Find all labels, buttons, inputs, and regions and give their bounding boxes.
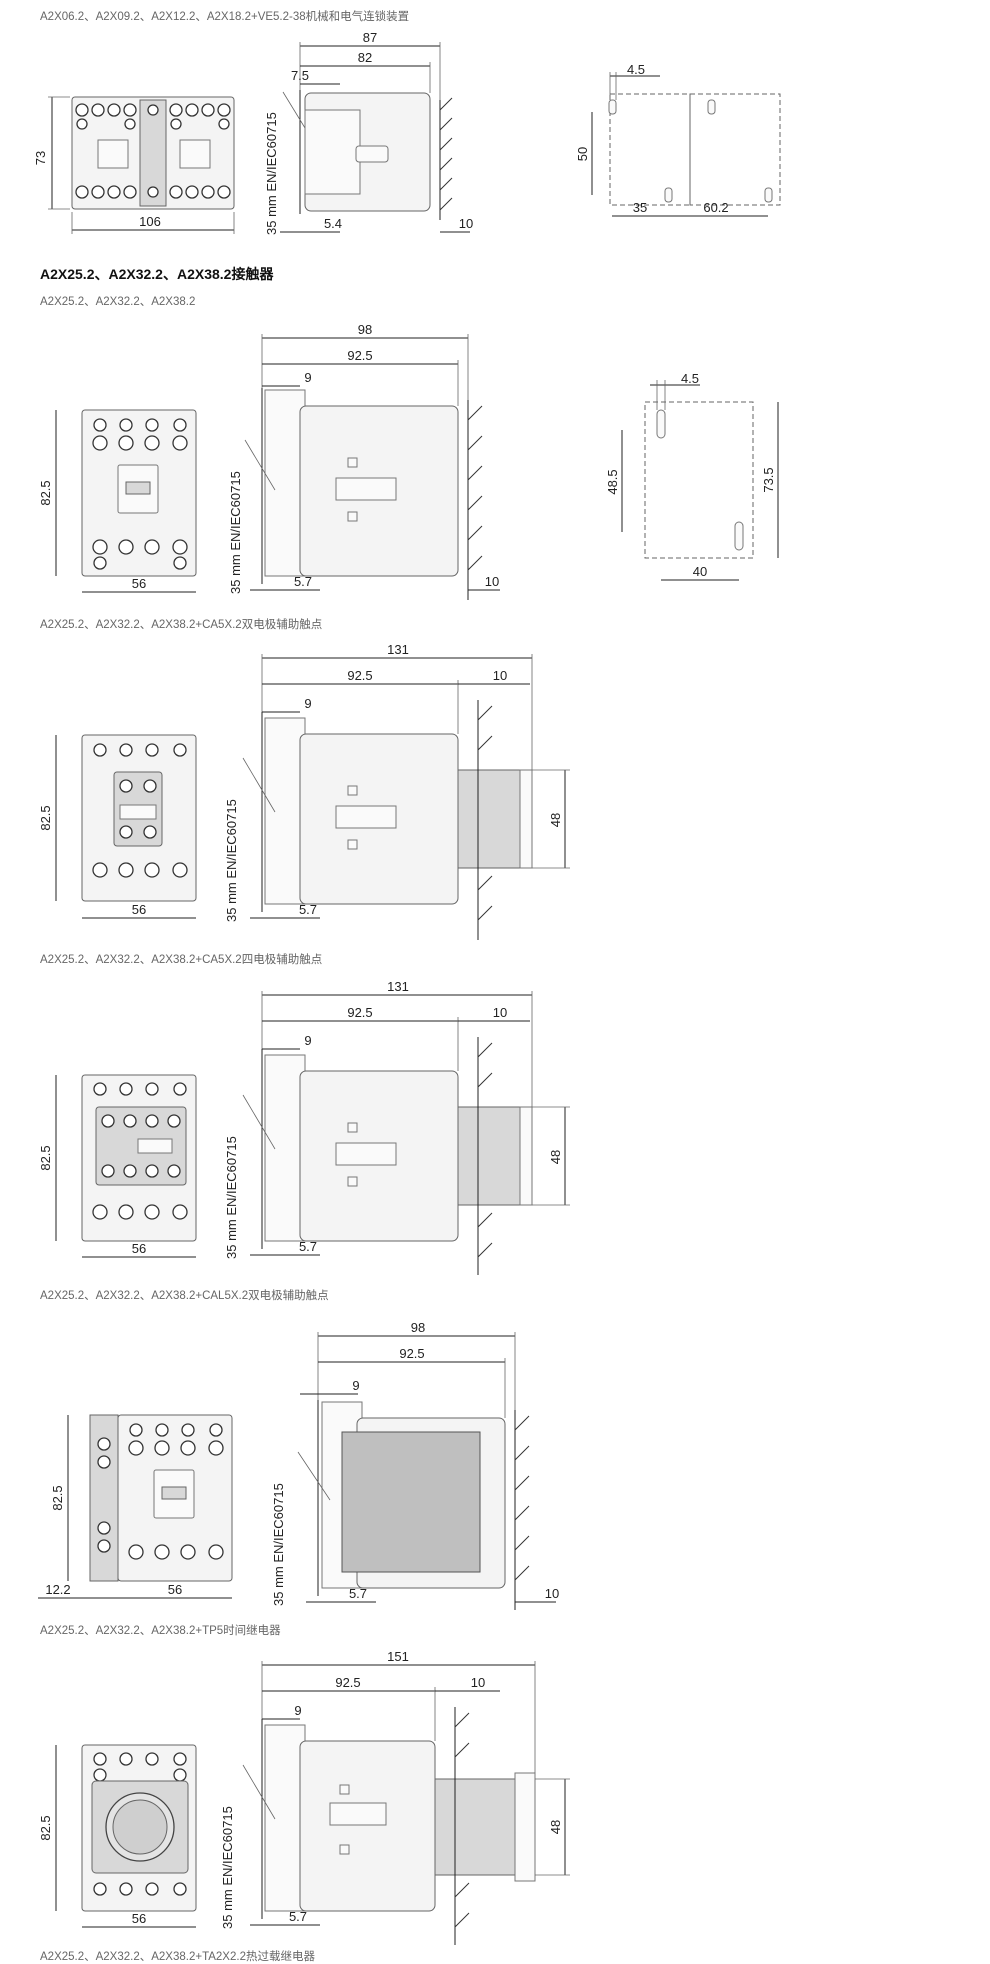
dim-hole-73-5: 73.5 [761, 467, 776, 492]
rail-label: 35 mm EN/IEC60715 [271, 1483, 286, 1606]
side-view-tp5: 151 92.5 10 9 5.7 48 35 mm EN/IEC60715 [220, 1649, 570, 1945]
dim-aux-48: 48 [548, 1150, 563, 1164]
rail-label: 35 mm EN/IEC60715 [224, 1136, 239, 1259]
dim-hole-4-5: 4.5 [681, 371, 699, 386]
dim-width-56: 56 [132, 576, 146, 591]
caption-sub: A2X25.2、A2X32.2、A2X38.2 [40, 296, 196, 308]
dim-offset-9: 9 [294, 1703, 301, 1718]
dim-offset-9: 9 [304, 696, 311, 711]
dim-height-82-5: 82.5 [38, 805, 53, 830]
dim-hole-40: 40 [693, 564, 707, 579]
drawing-ca5x-quad: 82.5 56 131 92.5 10 9 5.7 48 35 mm EN/IE… [38, 979, 570, 1275]
dim-hole-48-5: 48.5 [605, 469, 620, 494]
rail-label: 35 mm EN/IEC60715 [264, 112, 279, 235]
dim-height-82-5: 82.5 [38, 1815, 53, 1840]
dim-width-56: 56 [132, 1911, 146, 1926]
dim-depth-98: 98 [358, 322, 372, 337]
caption-cal5x-dual: A2X25.2、A2X32.2、A2X38.2+CAL5X.2双电极辅助触点 [40, 1290, 329, 1302]
drawing-ca5x-dual: 82.5 56 131 92.5 10 9 5.7 48 35 mm EN/IE… [38, 642, 570, 940]
front-view-tp5: 82.5 56 [38, 1744, 197, 1928]
dim-clear-10: 10 [493, 1005, 507, 1020]
dim-hole-50: 50 [575, 147, 590, 161]
front-view-ca5x-dual: 82.5 56 [38, 734, 197, 919]
dim-depth-92-5: 92.5 [347, 348, 372, 363]
dim-offset-9: 9 [304, 1033, 311, 1048]
drawing-tp5: 82.5 56 151 92.5 10 9 5.7 48 35 mm EN/IE… [38, 1649, 570, 1945]
dim-width-56: 56 [132, 902, 146, 917]
dim-depth-82: 82 [358, 50, 372, 65]
dim-depth-92-5: 92.5 [399, 1346, 424, 1361]
dim-depth-98: 98 [411, 1320, 425, 1335]
caption-tp5: A2X25.2、A2X32.2、A2X38.2+TP5时间继电器 [40, 1625, 281, 1637]
dim-side-12-2: 12.2 [45, 1582, 70, 1597]
dim-height-82-5: 82.5 [38, 480, 53, 505]
dim-rail-5-7: 5.7 [349, 1586, 367, 1601]
dim-rail-5-7: 5.7 [299, 902, 317, 917]
drawing-interlock: 73 106 87 82 7.5 5.4 10 35 mm EN/IEC6071… [33, 30, 781, 235]
dim-depth-92-5: 92.5 [335, 1675, 360, 1690]
dim-hole-60-2: 60.2 [703, 200, 728, 215]
side-view-contactor: 98 92.5 9 5.7 10 35 mm EN/IEC60715 [228, 322, 500, 600]
dim-rail-5-7: 5.7 [294, 574, 312, 589]
dim-offset-9: 9 [304, 370, 311, 385]
section-heading: A2X25.2、A2X32.2、A2X38.2接触器 [40, 266, 274, 282]
drawing-contactor: 82.5 56 98 92.5 9 5.7 10 35 mm EN/IEC607… [38, 322, 779, 600]
dim-depth-151: 151 [387, 1649, 409, 1664]
rail-label: 35 mm EN/IEC60715 [220, 1806, 235, 1929]
dim-depth-131: 131 [387, 642, 409, 657]
dim-height-82-5: 82.5 [38, 1145, 53, 1170]
caption-top: A2X06.2、A2X09.2、A2X12.2、A2X18.2+VE5.2-38… [40, 11, 410, 23]
dim-aux-48: 48 [548, 813, 563, 827]
dim-depth-92-5: 92.5 [347, 1005, 372, 1020]
dim-rail-5-7: 5.7 [289, 1909, 307, 1924]
front-view-ca5x-quad: 82.5 56 [38, 1074, 197, 1258]
caption-ca5x-quad: A2X25.2、A2X32.2、A2X38.2+CA5X.2四电极辅助触点 [40, 954, 323, 966]
caption-ca5x-dual: A2X25.2、A2X32.2、A2X38.2+CA5X.2双电极辅助触点 [40, 619, 323, 631]
dim-offset-9: 9 [352, 1378, 359, 1393]
mounting-holes-contactor: 4.5 48.5 73.5 40 [605, 371, 779, 581]
dim-height-82-5: 82.5 [50, 1485, 65, 1510]
dim-offset-7-5: 7.5 [291, 68, 309, 83]
dim-width-56: 56 [132, 1241, 146, 1256]
dim-depth-92-5: 92.5 [347, 668, 372, 683]
drawing-cal5x-dual: 82.5 12.2 56 98 92.5 9 5.7 10 35 mm EN/I… [38, 1320, 559, 1610]
dim-clear-10: 10 [545, 1586, 559, 1601]
side-view-ca5x-dual: 131 92.5 10 9 5.7 48 35 mm EN/IEC60715 [224, 642, 570, 940]
dim-aux-48: 48 [548, 1820, 563, 1834]
dim-clear-10: 10 [485, 574, 499, 589]
dim-rail-5-4: 5.4 [324, 216, 342, 231]
side-view-ca5x-quad: 131 92.5 10 9 5.7 48 35 mm EN/IEC60715 [224, 979, 570, 1275]
dim-clear-10: 10 [493, 668, 507, 683]
dim-clear-10: 10 [471, 1675, 485, 1690]
mounting-holes-interlock: 4.5 50 35 60.2 [575, 62, 781, 217]
dim-hole-4-5: 4.5 [627, 62, 645, 77]
caption-ta2x2: A2X25.2、A2X32.2、A2X38.2+TA2X2.2热过载继电器 [40, 1951, 315, 1963]
front-view-interlock: 73 106 [33, 96, 235, 234]
dim-width-56: 56 [168, 1582, 182, 1597]
front-view-contactor: 82.5 56 [38, 409, 197, 593]
dim-depth-131: 131 [387, 979, 409, 994]
side-view-interlock: 87 82 7.5 5.4 10 35 mm EN/IEC60715 [264, 30, 473, 235]
side-view-cal5x-dual: 98 92.5 9 5.7 10 35 mm EN/IEC60715 [271, 1320, 559, 1610]
dim-depth-87: 87 [363, 30, 377, 45]
rail-label: 35 mm EN/IEC60715 [224, 799, 239, 922]
dim-rail-5-7: 5.7 [299, 1239, 317, 1254]
dim-clear-10: 10 [459, 216, 473, 231]
dim-hole-35: 35 [633, 200, 647, 215]
rail-label: 35 mm EN/IEC60715 [228, 471, 243, 594]
dim-width-106: 106 [139, 214, 161, 229]
dim-height-73: 73 [33, 151, 48, 165]
front-view-cal5x-dual: 82.5 12.2 56 [38, 1414, 233, 1599]
